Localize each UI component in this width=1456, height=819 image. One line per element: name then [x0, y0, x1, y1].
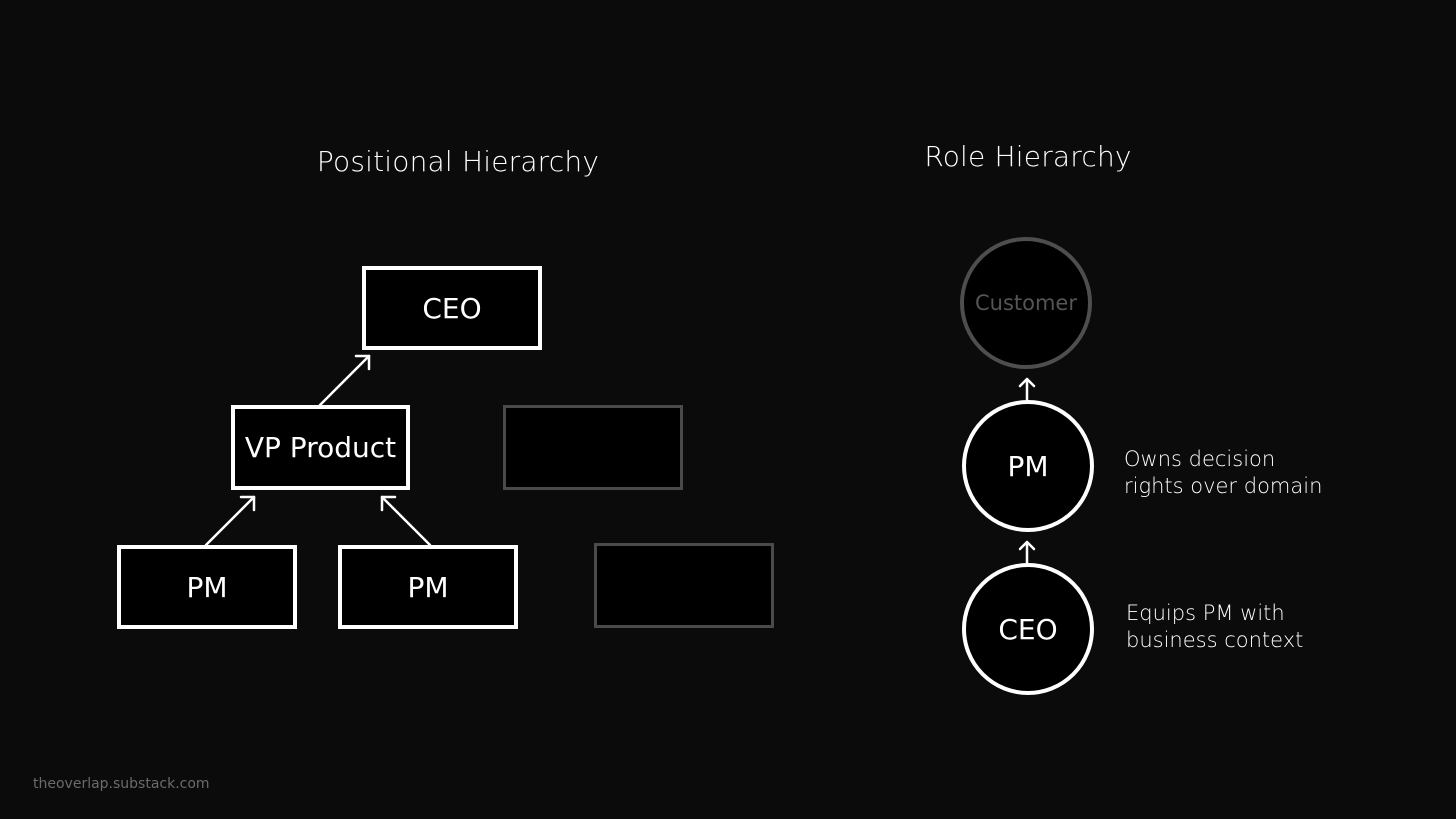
customer-circle: Customer — [960, 237, 1092, 369]
pm-description-line-2: rights over domain — [1124, 474, 1323, 498]
empty-box-lower — [594, 543, 774, 628]
arrow-ceo-to-pm — [1018, 540, 1036, 565]
ceo-description: Equips PM with business context — [1126, 600, 1303, 654]
ceo-circle: CEO — [962, 563, 1094, 695]
pm-box-left: PM — [117, 545, 297, 629]
arrow-pm-to-customer — [1018, 377, 1036, 402]
arrow-pm1-to-vp — [204, 495, 256, 547]
ceo-description-line-1: Equips PM with — [1126, 601, 1285, 625]
role-hierarchy-title: Role Hierarchy — [924, 140, 1132, 173]
pm-description-line-1: Owns decision — [1124, 447, 1276, 471]
pm-description: Owns decision rights over domain — [1124, 446, 1322, 500]
pm-box-left-label: PM — [186, 570, 228, 604]
vp-product-box: VP Product — [231, 405, 410, 490]
empty-box-upper — [503, 405, 683, 490]
vp-product-label: VP Product — [244, 431, 397, 464]
ceo-description-line-2: business context — [1126, 628, 1304, 652]
ceo-circle-label: CEO — [998, 612, 1058, 646]
pm-circle: PM — [962, 400, 1094, 532]
positional-hierarchy-title: Positional Hierarchy — [316, 145, 600, 178]
ceo-box-label: CEO — [422, 291, 482, 325]
pm-circle-label: PM — [1007, 449, 1049, 483]
arrow-pm2-to-vp — [380, 495, 432, 547]
watermark: theoverlap.substack.com — [33, 776, 210, 792]
ceo-box: CEO — [362, 266, 542, 350]
customer-label: Customer — [974, 291, 1077, 315]
pm-box-right: PM — [338, 545, 518, 629]
pm-box-right-label: PM — [407, 570, 449, 604]
arrow-vp-to-ceo — [318, 354, 371, 407]
